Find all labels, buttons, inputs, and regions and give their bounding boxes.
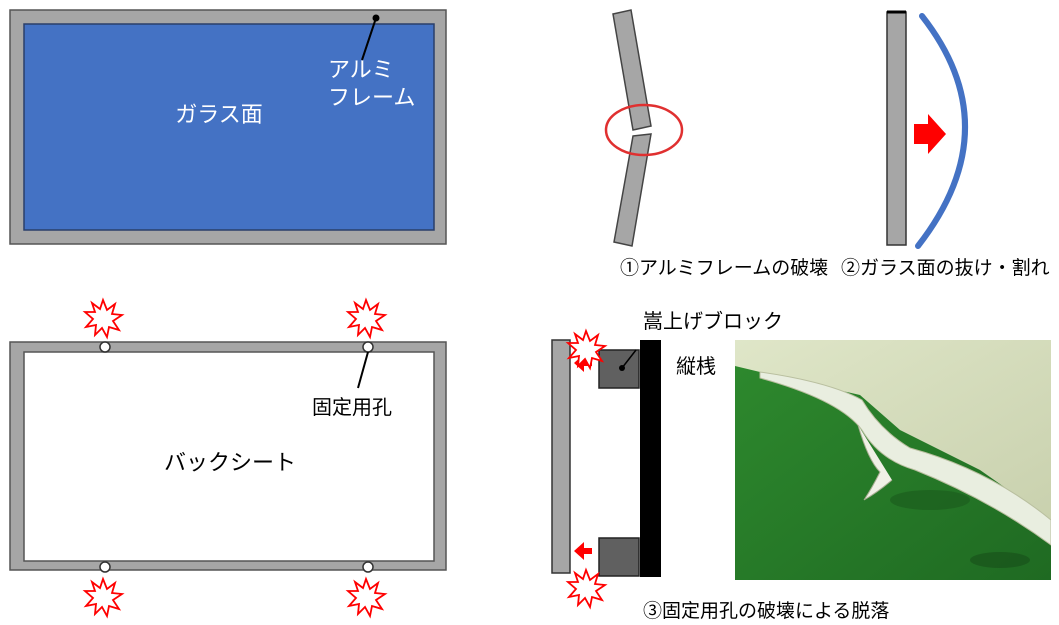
hole-label: 固定用孔 [312, 395, 392, 419]
frame-segment-lower [613, 133, 652, 247]
red-arrow-icon [574, 354, 592, 372]
break-highlight-circle [604, 103, 684, 157]
red-arrow-icon [914, 114, 946, 154]
mounting-hole [362, 341, 374, 353]
red-arrow-icon [574, 542, 592, 560]
impact-burst-icon [84, 299, 123, 338]
mounting-detail-diagram: 嵩上げブロック 縦桟 [551, 309, 783, 608]
glass-bulge-diagram [886, 10, 968, 249]
mounting-hole [362, 561, 374, 573]
mounting-hole [99, 341, 111, 353]
glass-surface [23, 23, 435, 231]
impact-burst-icon [347, 299, 386, 338]
impact-burst-icon [347, 578, 386, 617]
frame-break-diagram [604, 9, 684, 247]
block-label: 嵩上げブロック [643, 309, 783, 333]
frame-segment-upper [612, 9, 652, 131]
backsheet-label: バックシート [164, 451, 296, 476]
caption-frame-break: ①アルミフレームの破壊 [620, 257, 828, 279]
hole-leader-line [357, 351, 369, 389]
back-panel: バックシート 固定用孔 [9, 299, 447, 617]
frame-leader-line [361, 17, 377, 61]
mounting-hole [99, 561, 111, 573]
damage-photo [735, 340, 1051, 580]
frame-label-line2: フレーム [328, 86, 415, 111]
rail-label: 縦桟 [676, 354, 716, 378]
raising-block-lower [598, 537, 640, 577]
front-panel: ガラス面 アルミ フレーム [9, 9, 447, 245]
raising-block-upper [598, 349, 640, 389]
bulging-glass-curve [915, 13, 968, 249]
caption-glass: ②ガラス面の抜け・割れ [841, 257, 1050, 279]
frame-label-line1: アルミ [328, 58, 394, 83]
frame-leader-dot [372, 14, 380, 22]
glass-label: ガラス面 [175, 103, 263, 128]
back-sheet [23, 351, 435, 562]
vertical-rail [640, 340, 661, 577]
caption-hole-failure: ③固定用孔の破壊による脱落 [643, 600, 889, 622]
panel-side-view [886, 11, 907, 246]
panel-edge-view [551, 339, 571, 574]
impact-burst-icon [84, 578, 123, 617]
